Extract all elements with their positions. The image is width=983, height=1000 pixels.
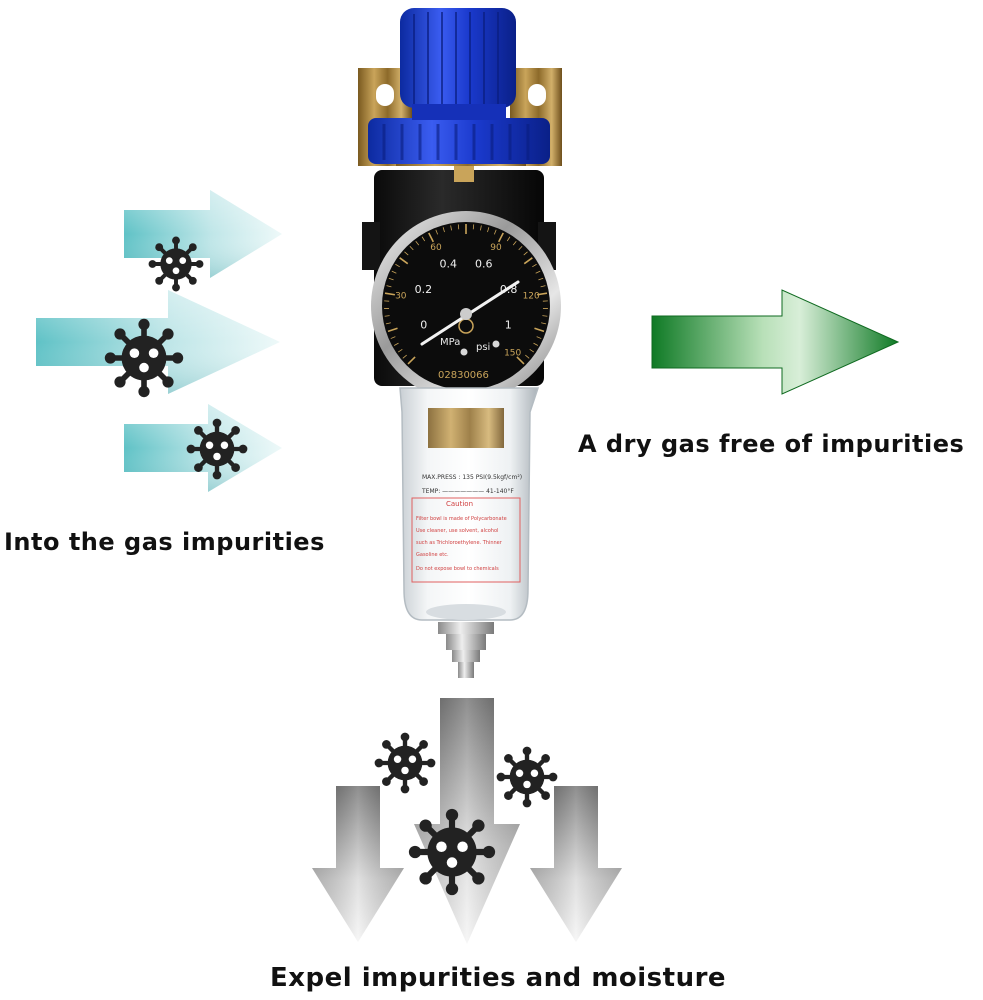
gauge-tick (525, 354, 530, 359)
gauge-ticks (384, 224, 548, 365)
gauge-tick (384, 315, 390, 317)
gauge-tick (421, 236, 426, 242)
drain-arrows (312, 698, 622, 944)
drain-arrow-center (414, 698, 520, 944)
gauge-tick (534, 327, 545, 333)
gauge-tick (385, 322, 391, 325)
gauge-tick (442, 227, 445, 233)
bowl-caution-box (411, 497, 521, 583)
gauge-tick (393, 342, 399, 346)
gauge-tick (493, 229, 497, 235)
gauge-tick (487, 227, 490, 233)
drain-arrow-right (530, 786, 622, 942)
filter-bowl: MAX.PRESS : 135 PSI(9.5kgf/cm²) TEMP: ——… (399, 387, 540, 621)
gauge-tick (506, 236, 511, 242)
germ-icon (105, 319, 183, 397)
germ-icon (148, 236, 204, 292)
gauge-mpa-label: 0.2 (415, 283, 433, 296)
bowl-caution-line4: Gasoline etc. (416, 552, 449, 558)
gauge-psi-label: 120 (523, 292, 540, 302)
gauge-tick (512, 240, 517, 246)
gauge-tick (407, 356, 416, 365)
gauge-tick (386, 285, 392, 288)
adjust-knob (368, 8, 550, 164)
gauge-psi-labels: 30 60 90 120 150 (395, 243, 540, 358)
gauge-tick (399, 257, 409, 265)
gauge-tick (387, 327, 398, 333)
gauge-tick (516, 356, 525, 365)
gauge-tick (542, 315, 548, 317)
gauge-tick (404, 251, 409, 256)
gauge-tick (391, 270, 397, 274)
gauge-needle-hub (460, 308, 472, 320)
bowl-caution-line3: such as Trichloroethylene. Thinner (416, 540, 503, 546)
bowl-caution: Caution (446, 500, 473, 508)
gauge-tick (523, 251, 528, 256)
gauge-tick (402, 354, 407, 359)
gauge-tick (523, 257, 533, 265)
gauge-tick (536, 336, 542, 339)
germ-icon (409, 809, 495, 895)
gauge-psi-label: 150 (504, 349, 521, 359)
bowl-caution-line1: Filter bowl is made of Polycarbonate (416, 516, 507, 522)
inlet-arrows (36, 190, 282, 492)
bowl-temp: TEMP: ——————— 41-140°F (421, 488, 514, 495)
germ-icon (375, 733, 436, 794)
gauge-tick (415, 240, 420, 246)
inlet-caption: Into the gas impurities (4, 528, 325, 556)
gauge-tick (533, 342, 539, 346)
outlet-caption: A dry gas free of impurities (578, 430, 965, 458)
gauge-psi-label: 90 (490, 243, 502, 253)
drain-valve (438, 622, 494, 678)
gauge-tick (480, 225, 482, 231)
gauge-tick (428, 232, 435, 243)
gauge-tick (536, 292, 548, 296)
bowl-max-press: MAX.PRESS : 135 PSI(9.5kgf/cm²) (422, 474, 522, 481)
gauge-psi-label: 60 (430, 243, 442, 253)
gauge-tick (538, 277, 544, 281)
gauge-tick (532, 263, 537, 268)
drain-arrow-left (312, 786, 404, 942)
gauge-tick (535, 270, 541, 274)
bowl-caution-line5: Do not expose bowl to chemicals (416, 566, 499, 572)
gauge-tick (540, 285, 546, 288)
gauge-serial: 02830066 (438, 370, 489, 381)
gauge-tick (395, 263, 400, 268)
gauge-unit-psi: psi (476, 342, 490, 353)
gauge-tick (409, 245, 414, 251)
gauge-tick (518, 245, 523, 251)
gauge-tick (497, 232, 504, 243)
gauge-mpa-label: 0 (420, 318, 427, 331)
gauge-tick (384, 292, 396, 296)
gauge-mpa-label: 0.6 (475, 258, 493, 271)
gauge-mpa-label: 1 (505, 318, 512, 331)
gauge-tick (388, 277, 394, 281)
gauge-mpa-label: 0.4 (440, 258, 458, 271)
bowl-caution-line2: Use cleaner, use solvent, alcohol (416, 528, 498, 534)
gauge-tick (450, 225, 452, 231)
gauge-tick (435, 229, 439, 235)
gauge-tick (529, 348, 535, 353)
gauge-tick (541, 322, 547, 325)
drain-caption: Expel impurities and moisture (270, 963, 727, 993)
gauge-tick (390, 336, 396, 339)
gauge-unit-mpa: MPa (440, 337, 460, 348)
outlet-arrow (651, 289, 900, 395)
germ-icon (187, 419, 248, 480)
gauge-tick (397, 348, 403, 353)
germ-icon (497, 747, 558, 808)
gauge-psi-label: 30 (395, 292, 407, 302)
